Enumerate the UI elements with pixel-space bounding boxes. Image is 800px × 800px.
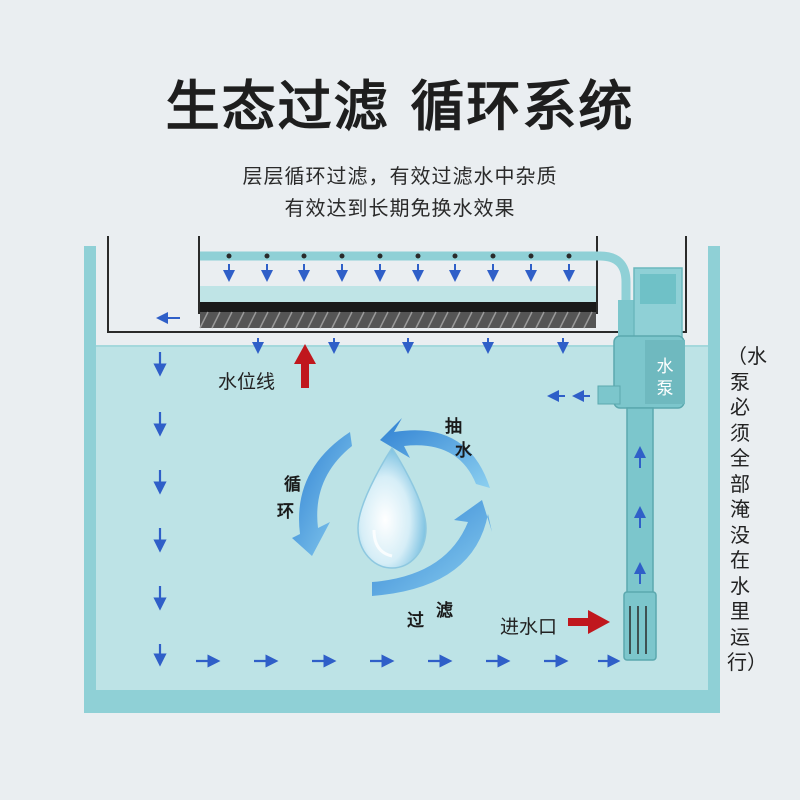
cycle-word-circulate-2: 环 (277, 502, 294, 522)
pump-label: 水泵 (656, 357, 674, 399)
cycle-word-pump-1: 抽 (445, 417, 462, 437)
spray-pipe (200, 251, 631, 300)
water-line-label: 水位线 (218, 371, 276, 393)
subtitle-line-2: 有效达到长期免换水效果 (284, 196, 516, 220)
inlet-arrow-icon (568, 610, 610, 634)
filter-media (199, 286, 596, 329)
cycle-word-filter-2: 滤 (436, 601, 453, 621)
water-drop-icon (357, 446, 427, 569)
filter-box (107, 236, 687, 333)
fish-tank (84, 246, 720, 713)
subtitle-line-1: 层层循环过滤，有效过滤水中杂质 (242, 164, 558, 188)
submersion-note: （水泵必须全部淹没在水里运行） (727, 344, 767, 674)
inlet-label: 进水口 (500, 616, 558, 638)
cycle-word-pump-2: 水 (455, 441, 472, 461)
water-pump (597, 267, 685, 661)
cycle-word-circulate-1: 循 (284, 475, 301, 495)
spray-down-arrows (223, 264, 575, 282)
cycle-word-filter-1: 过 (407, 611, 424, 631)
filter-outflow-arrows (252, 338, 569, 354)
up-arrow-icon (294, 344, 316, 388)
cycle-arrows (292, 418, 492, 596)
page-title: 生态过滤 循环系统 (165, 75, 635, 138)
